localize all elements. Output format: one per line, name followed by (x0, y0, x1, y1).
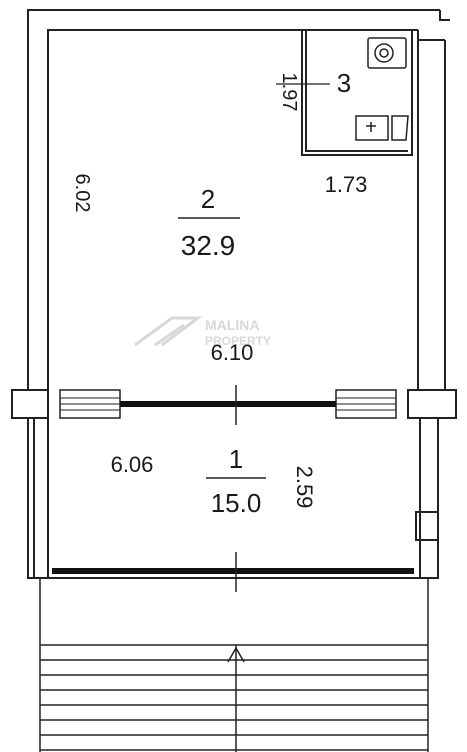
room-2-number: 2 (201, 184, 215, 214)
inner-wall-top-left (47, 29, 418, 390)
stairs (39, 578, 429, 752)
watermark: MALINA PROPERTY (134, 316, 271, 348)
room-1-area: 15.0 (211, 488, 262, 518)
lower-wall-right (419, 418, 439, 579)
watermark-line1: MALINA (205, 317, 259, 333)
room-2-dim-height: 6.02 (71, 174, 93, 213)
room-3-number: 3 (337, 68, 351, 98)
room-3-dim-width: 1.73 (325, 172, 368, 197)
toilet-icon (367, 37, 407, 69)
lower-right-jamb (415, 511, 439, 541)
room-1-dim-height: 2.59 (292, 466, 317, 509)
lower-opening (52, 552, 414, 592)
bathroom-wall (301, 30, 413, 156)
room-1-dim-width: 6.06 (111, 452, 154, 477)
room-1-labels: 6.06 1 15.0 2.59 (111, 444, 317, 518)
outer-wall-top-left (27, 9, 440, 390)
room-2-area: 32.9 (181, 230, 236, 261)
watermark-line2: PROPERTY (205, 334, 271, 348)
room-3-dim-height: 1.97 (278, 73, 300, 112)
middle-openings (59, 385, 397, 425)
walls (11, 9, 457, 579)
room-2-dim-width: 6.10 (211, 340, 254, 365)
watermark-logo-icon (134, 316, 203, 347)
room-1-number: 1 (229, 444, 243, 474)
outer-wall-top-right (439, 10, 450, 21)
room-2-labels: 6.02 2 32.9 6.10 (71, 174, 253, 365)
stair-arrow-icon (227, 646, 245, 663)
sink-icon (355, 115, 409, 141)
pilaster-left (11, 389, 49, 419)
bathroom-fixtures (355, 37, 409, 141)
lower-wall-left (27, 418, 49, 579)
room-3-labels: 1.97 3 1.73 (276, 68, 367, 197)
pilaster-right (407, 389, 457, 419)
